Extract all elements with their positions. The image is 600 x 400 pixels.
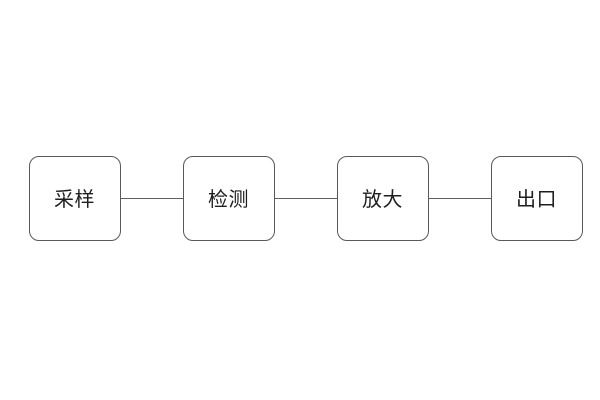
- flow-node-amplification-label: 放大: [362, 186, 403, 211]
- flow-node-outlet[interactable]: 出口: [490, 156, 583, 241]
- flow-node-detection-label: 检测: [208, 186, 249, 211]
- flow-node-amplification[interactable]: 放大: [336, 156, 429, 241]
- flow-node-outlet-label: 出口: [516, 186, 557, 211]
- connector-detection-to-amplification: [274, 197, 337, 200]
- connector-sampling-to-detection: [120, 197, 183, 200]
- flow-node-sampling-label: 采样: [54, 186, 95, 211]
- flow-node-detection[interactable]: 检测: [182, 156, 275, 241]
- connector-amplification-to-outlet: [428, 197, 491, 200]
- flow-chain: 采样 检测 放大 出口: [0, 156, 600, 241]
- flow-node-sampling[interactable]: 采样: [28, 156, 121, 241]
